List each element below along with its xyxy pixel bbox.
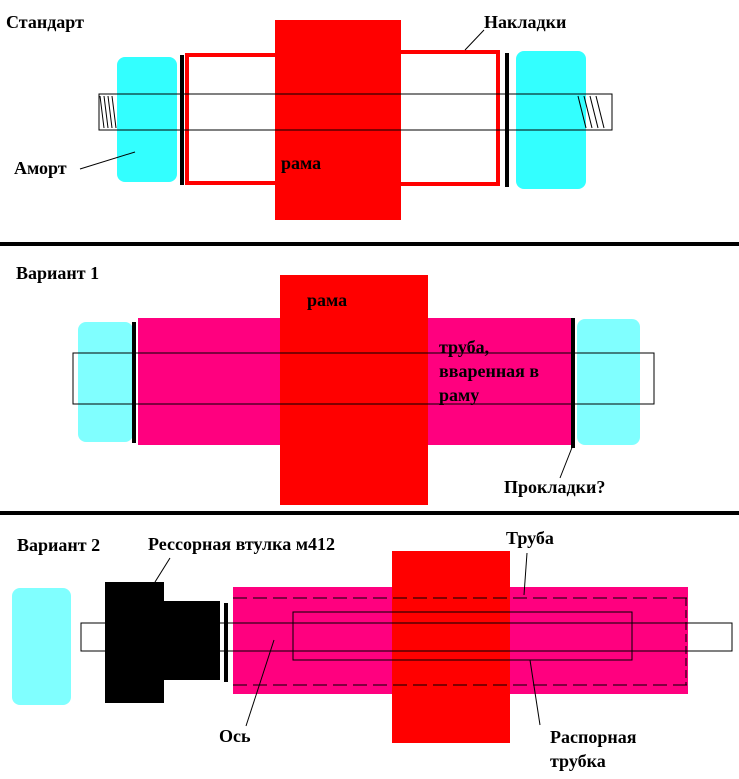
shock-absorber-left [117, 57, 177, 182]
label-overlays: Накладки [484, 12, 566, 32]
label-tube: Труба [506, 528, 554, 548]
label-shock: Аморт [14, 158, 67, 178]
leader-bushing [154, 557, 171, 583]
label-spacer-line2: трубка [550, 751, 606, 771]
frame-block [392, 551, 510, 743]
section-variant-1: Вариант 1 рама труба, вваренная в раму П… [16, 263, 655, 505]
spring-bushing-body [160, 601, 220, 680]
thread-left [99, 95, 117, 129]
shock-absorber [12, 588, 71, 705]
leader-spacer [529, 659, 541, 726]
label-tube-line1: труба, [439, 337, 489, 357]
divider-1 [0, 242, 739, 246]
leader-axle [245, 639, 275, 727]
label-shims: Прокладки? [504, 477, 605, 497]
label-bushing: Рессорная втулка м412 [148, 534, 335, 554]
spring-bushing-flange [105, 582, 164, 703]
leader-tube [523, 552, 528, 596]
shock-absorber-right [577, 319, 640, 445]
label-tube-line3: раму [439, 385, 479, 405]
divider-2 [0, 511, 739, 515]
label-tube-line2: вваренная в [439, 361, 539, 381]
spacer-tube [292, 611, 633, 661]
overlay-outline-left [185, 53, 281, 185]
leader-shock [79, 151, 136, 170]
frame-block [275, 20, 401, 220]
label-axle: Ось [219, 726, 251, 746]
label-spacer-line1: Распорная [550, 727, 637, 747]
overlay-outline-right [396, 50, 500, 186]
frame-block [280, 275, 428, 505]
title-standard: Стандарт [6, 12, 84, 32]
label-frame-2: рама [307, 290, 347, 310]
leader-overlays [464, 29, 485, 51]
leader-shims [559, 444, 574, 479]
thread-right [577, 95, 605, 129]
shock-absorber-left [78, 322, 133, 442]
section-variant-2: Вариант 2 Рессорная втулка м412 Труба Ос… [12, 528, 733, 771]
axle [98, 93, 613, 131]
axle [80, 622, 733, 652]
title-variant-1: Вариант 1 [16, 263, 99, 283]
shock-absorber-right [516, 51, 586, 189]
title-variant-2: Вариант 2 [17, 535, 100, 555]
section-standard: Стандарт Накладки Аморт рама [6, 12, 613, 220]
label-frame-1: рама [281, 153, 321, 173]
